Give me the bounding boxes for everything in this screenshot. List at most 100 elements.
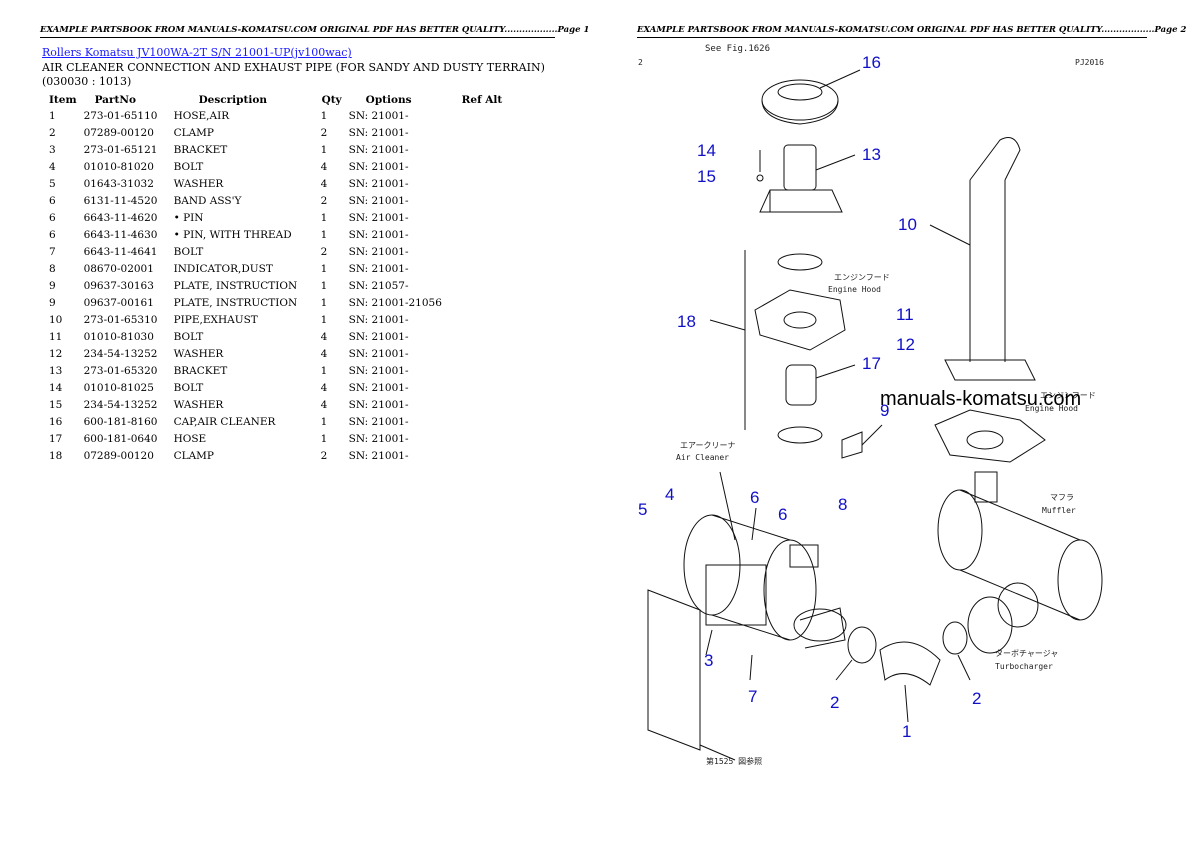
callout-number: 6 (750, 488, 759, 507)
engine-hood-jp-label-2: エンジンフード (1040, 391, 1096, 400)
cell-partno: 07289-00120 (83, 126, 154, 139)
cell-options: SN: 21057- (348, 279, 409, 292)
cell-item: 16 (49, 415, 63, 428)
callout-number: 2 (830, 693, 839, 712)
cell-qty: 1 (320, 279, 328, 292)
cell-ref-alt (458, 413, 507, 430)
cell-options: SN: 21001- (348, 347, 409, 360)
cell-qty: 2 (320, 126, 328, 139)
cell-ref-alt (458, 209, 507, 226)
cell-item: 6 (49, 194, 56, 207)
cell-description: CLAMP (173, 449, 214, 462)
cell-options: SN: 21001- (348, 364, 409, 377)
cell-item: 7 (49, 245, 56, 258)
callout-number: 8 (838, 495, 847, 514)
cell-description: BOLT (173, 381, 204, 394)
cell-qty: 1 (320, 109, 328, 122)
figure-code: PJ2016 (1075, 58, 1104, 67)
muffler-jp-label: マフラ (1050, 493, 1074, 502)
cell-options: SN: 21001- (348, 330, 409, 343)
see-fig-label: See Fig.1626 (705, 44, 771, 54)
callout-number: 10 (898, 215, 917, 234)
callout-number: 4 (665, 485, 674, 504)
table-header-row: Item PartNo Description Qty Options Ref … (44, 92, 506, 107)
page-header: EXAMPLE PARTSBOOK FROM MANUALS-KOMATSU.C… (637, 25, 1186, 38)
cell-qty: 1 (320, 313, 328, 326)
cell-qty: 4 (320, 177, 328, 190)
cell-ref-alt (458, 158, 507, 175)
model-link[interactable]: Rollers Komatsu JV100WA-2T S/N 21001-UP(… (42, 46, 352, 59)
cell-item: 9 (49, 296, 56, 309)
cell-options: SN: 21001- (348, 126, 409, 139)
cell-options: SN: 21001- (348, 160, 409, 173)
cell-options: SN: 21001-21056 (348, 296, 442, 309)
cell-qty: 4 (320, 330, 328, 343)
cell-description: BOLT (173, 160, 204, 173)
bracket-drawing (759, 144, 843, 213)
callout-number: 3 (704, 651, 713, 670)
cell-item: 6 (49, 211, 56, 224)
turbocharger-label: Turbocharger (995, 662, 1053, 671)
muffler-drawing (937, 471, 1103, 621)
engine-hood-label-2: Engine Hood (1025, 404, 1078, 413)
cell-qty: 4 (320, 398, 328, 411)
cell-description: BRACKET (173, 143, 228, 156)
cell-ref-alt (458, 141, 507, 158)
cell-item: 2 (49, 126, 56, 139)
cell-options: SN: 21001- (348, 228, 409, 241)
cell-ref-alt (458, 124, 507, 141)
corner-mark: 2 (638, 58, 643, 67)
cell-description: HOSE (173, 432, 207, 445)
callout-number: 9 (880, 401, 889, 420)
cell-ref-alt (458, 260, 507, 277)
cell-qty: 2 (320, 449, 328, 462)
cell-partno: 600-181-8160 (83, 415, 158, 428)
callout-number: 18 (677, 312, 696, 331)
cell-partno: 234-54-13252 (83, 398, 158, 411)
cell-partno: 600-181-0640 (83, 432, 158, 445)
cell-ref-alt (458, 294, 507, 311)
callout-number: 17 (862, 354, 881, 373)
cell-partno: 234-54-13252 (83, 347, 158, 360)
watermark: manuals-komatsu.com (880, 388, 1082, 410)
cell-options: SN: 21001- (348, 262, 409, 275)
callout-number: 11 (896, 305, 914, 324)
air-cleaner-jp-label: エアークリーナ (680, 441, 736, 450)
cell-description: CAP,AIR CLEANER (173, 415, 276, 428)
cell-options: SN: 21001- (348, 245, 409, 258)
section-title: AIR CLEANER CONNECTION AND EXHAUST PIPE … (42, 61, 545, 88)
cell-options: SN: 21001- (348, 109, 409, 122)
cell-item: 9 (49, 279, 56, 292)
parts-table: Item PartNo Description Qty Options Ref … (44, 92, 506, 464)
air-cleaner-label: Air Cleaner (676, 453, 729, 462)
col-item: Item (49, 93, 77, 106)
cell-options: SN: 21001- (348, 313, 409, 326)
col-description: Description (198, 93, 267, 106)
cell-qty: 1 (320, 296, 328, 309)
cell-partno: 6131-11-4520 (83, 194, 158, 207)
cell-description: PIPE,EXHAUST (173, 313, 258, 326)
cell-item: 1 (49, 109, 56, 122)
cell-qty: 2 (320, 245, 328, 258)
callout-number: 1 (902, 722, 911, 741)
page-2: EXAMPLE PARTSBOOK FROM MANUALS-KOMATSU.C… (595, 0, 1190, 842)
cell-item: 4 (49, 160, 56, 173)
cell-options: SN: 21001- (348, 398, 409, 411)
engine-hood-jp-label: エンジンフード (834, 273, 890, 282)
cell-description: • PIN (173, 211, 204, 224)
air-cleaner-drawing (683, 514, 847, 649)
cell-ref-alt (458, 226, 507, 243)
